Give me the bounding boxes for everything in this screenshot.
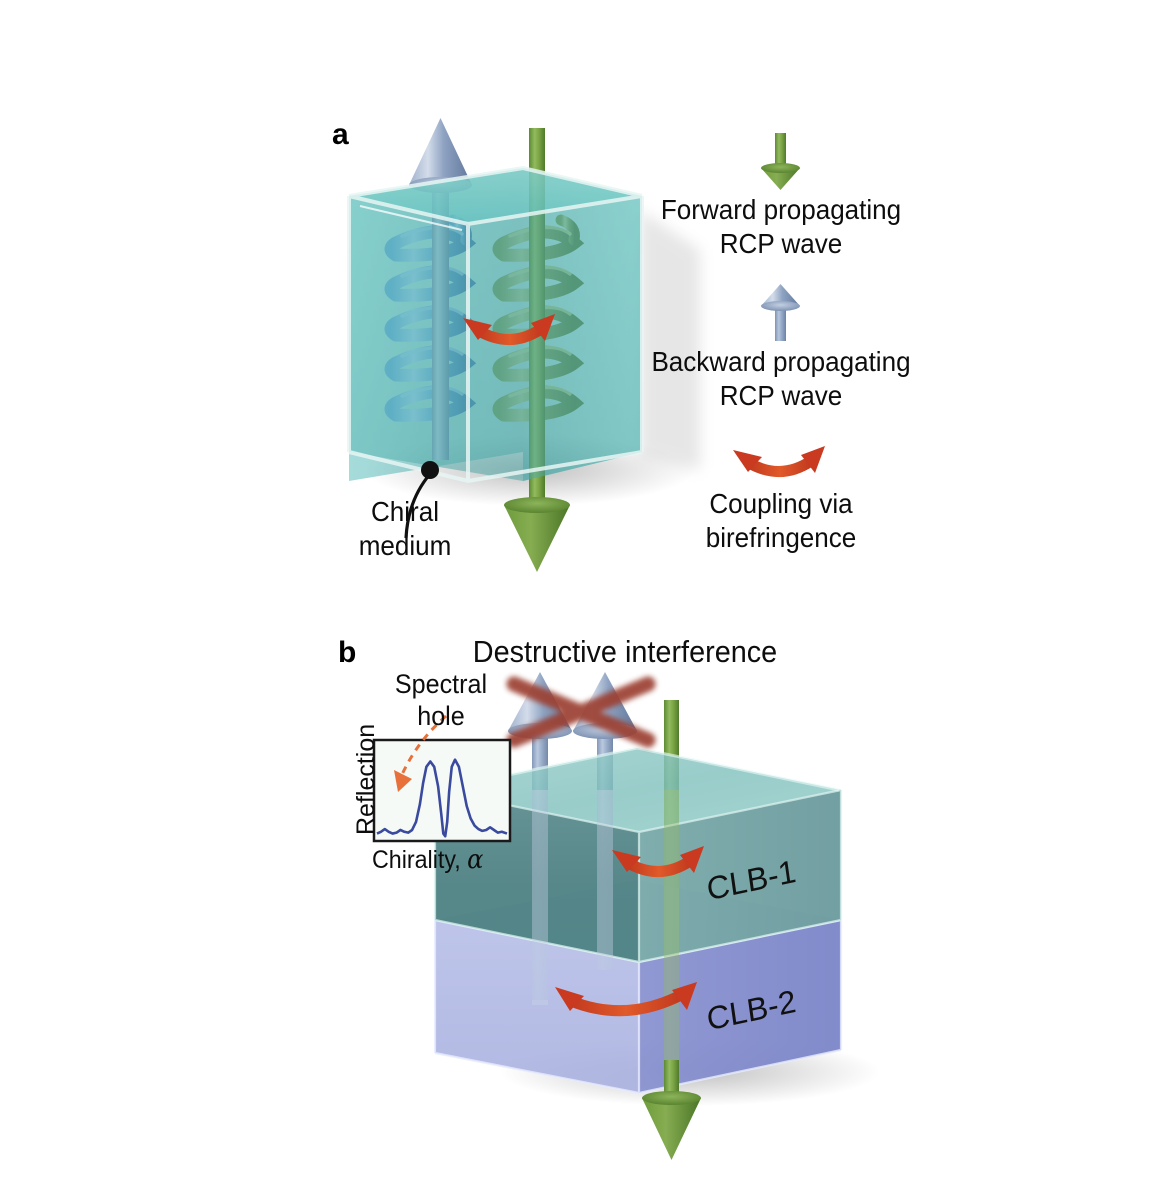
inset-x-axis-label-text: Chirality,	[372, 846, 468, 874]
legend-coupling-label: Coupling via birefringence	[705, 488, 857, 554]
alpha-symbol: α	[467, 845, 484, 875]
legend-coupling-arrow-icon	[733, 446, 825, 477]
box-specular	[359, 205, 463, 231]
panel-a-label: a	[332, 118, 349, 151]
inset-reflection-chart	[372, 714, 512, 843]
forward-beam-b-head	[642, 1060, 701, 1160]
destructive-interference-cross-icon	[506, 676, 656, 748]
spectral-hole-arrowhead	[394, 770, 412, 792]
panel-b-label: b	[338, 636, 357, 669]
inset-x-axis-label: Chirality, α	[372, 845, 484, 875]
chiral-medium-leader	[404, 461, 439, 539]
box-cast-shadow	[640, 210, 700, 470]
spectral-hole-annotation: Spectral hole	[394, 669, 488, 732]
panel-b-graphic	[372, 672, 880, 1160]
inset-y-axis-label: Reflection	[352, 723, 380, 835]
inset-curve	[376, 758, 508, 838]
legend-forward-label: Forward propagating RCP wave	[660, 194, 902, 260]
coupling-arrow-clb1	[612, 846, 704, 877]
destructive-interference-title: Destructive interference	[472, 634, 778, 669]
box-top-face	[349, 168, 642, 224]
box-rim	[347, 165, 644, 484]
spectral-hole-leader	[398, 714, 447, 780]
coupling-arrow-clb2	[555, 982, 697, 1017]
coupling-arrow-a	[463, 314, 555, 345]
panel-a-graphic	[347, 118, 825, 572]
chiral-medium-caption: Chiral medium	[358, 496, 452, 561]
legend-backward-arrow-icon	[761, 284, 800, 341]
legend-backward-label: Backward propagating RCP wave	[651, 346, 911, 412]
legend-forward-arrow-icon	[761, 133, 800, 190]
box-front-left-face	[349, 168, 523, 481]
box-front-right-face	[523, 168, 642, 481]
